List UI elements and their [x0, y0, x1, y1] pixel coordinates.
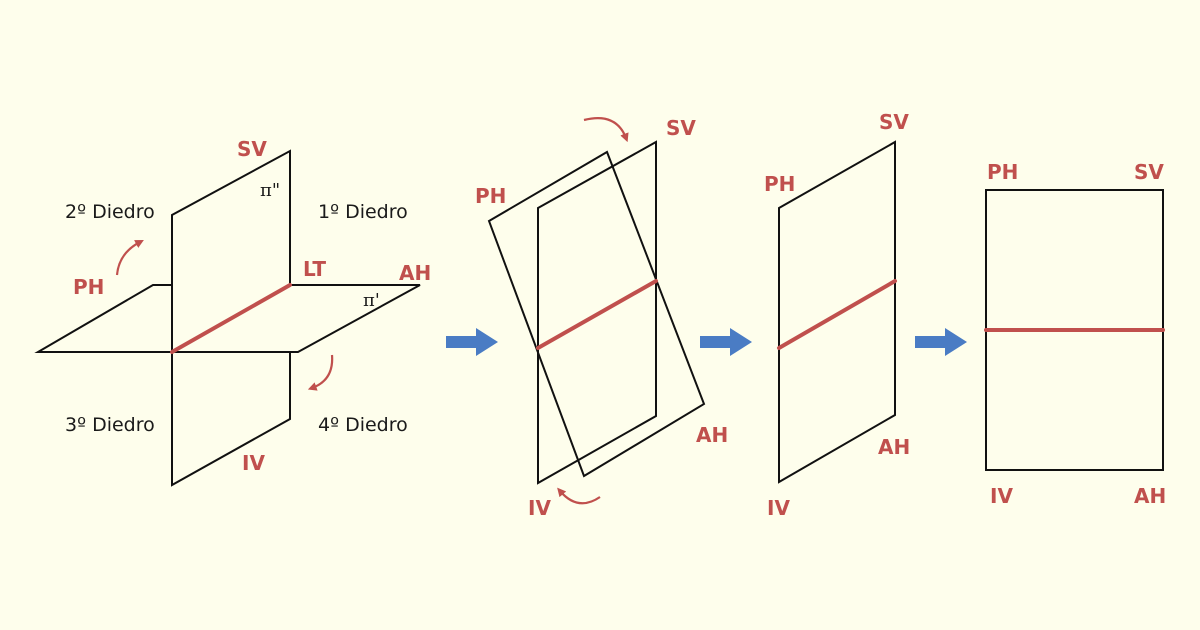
- label-sv: SV: [1134, 160, 1164, 184]
- panel-3d-dihedral-system: SV π" 2º Diedro 1º Diedro PH LT AH π' 3º…: [34, 137, 431, 487]
- right-arrow-icon: [446, 328, 498, 356]
- vertical-plane-upper: [171, 149, 291, 352]
- label-pi-vertical: π": [260, 180, 280, 201]
- label-ph: PH: [73, 275, 104, 299]
- rotation-arrow-icon: [557, 487, 601, 505]
- label-ah: AH: [1134, 484, 1166, 508]
- right-arrow-icon: [700, 328, 752, 356]
- label-sv: SV: [879, 110, 909, 134]
- vertical-plane-rotating: [537, 140, 657, 485]
- coincident-plane: [778, 140, 896, 484]
- label-ah: AH: [878, 435, 910, 459]
- label-iv: IV: [990, 484, 1013, 508]
- label-diedro-1: 1º Diedro: [318, 201, 408, 223]
- label-diedro-2: 2º Diedro: [65, 201, 155, 223]
- label-ah: AH: [399, 261, 431, 285]
- rotation-arrow-icon: [115, 239, 144, 276]
- ground-line-lt: [170, 283, 292, 354]
- label-iv: IV: [528, 496, 551, 520]
- ground-line-lt: [536, 279, 658, 350]
- label-sv: SV: [237, 137, 267, 161]
- right-arrow-icon: [915, 328, 967, 356]
- rotation-arrow-icon: [307, 354, 334, 391]
- panel-final-projection: PH SV IV AH: [984, 160, 1166, 508]
- label-ph: PH: [764, 172, 795, 196]
- vertical-plane-lower: [171, 352, 291, 487]
- label-sv: SV: [666, 116, 696, 140]
- label-diedro-4: 4º Diedro: [318, 414, 408, 436]
- horizontal-plane: [34, 284, 421, 353]
- ground-line-lt: [777, 279, 897, 350]
- label-iv: IV: [242, 451, 265, 475]
- rotation-arrow-icon: [583, 117, 629, 143]
- panel-rotation: SV PH AH IV: [475, 116, 728, 520]
- label-ph: PH: [475, 184, 506, 208]
- label-pi-horizontal: π': [363, 290, 380, 311]
- horizontal-plane-rotating: [487, 150, 706, 478]
- label-iv: IV: [767, 496, 790, 520]
- label-diedro-3: 3º Diedro: [65, 414, 155, 436]
- label-ah: AH: [696, 423, 728, 447]
- label-lt: LT: [303, 257, 326, 281]
- label-ph: PH: [987, 160, 1018, 184]
- panel-coincident-planes: SV PH AH IV: [764, 110, 910, 520]
